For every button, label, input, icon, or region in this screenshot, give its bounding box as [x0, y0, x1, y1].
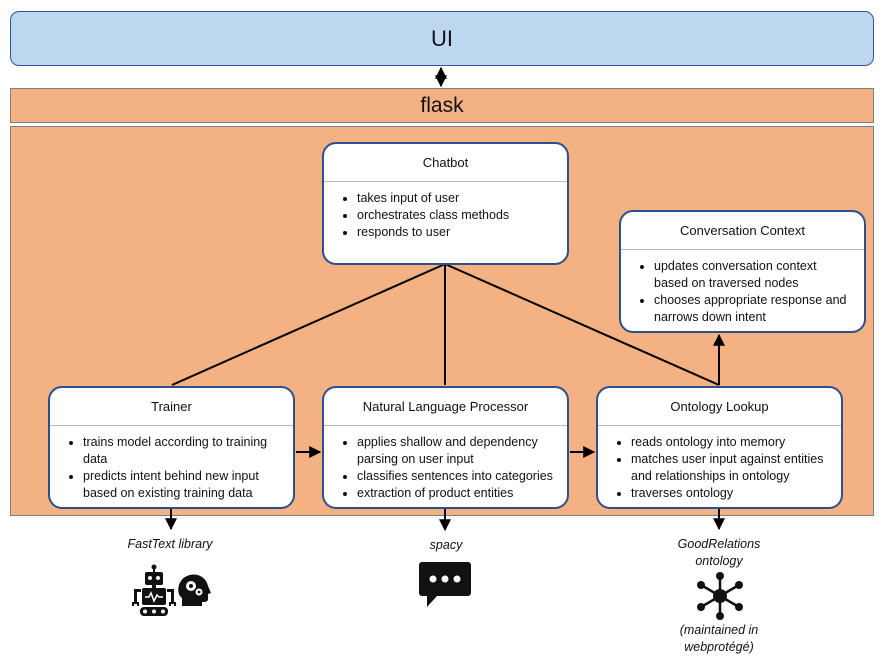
conversation-context-title: Conversation Context — [621, 212, 864, 250]
ontology-lookup-bullets: reads ontology into memory matches user … — [606, 434, 831, 502]
bullet-item: takes input of user — [357, 190, 557, 207]
ui-layer: UI — [10, 11, 874, 66]
network-graph-icon — [697, 572, 743, 620]
bullet-item: predicts intent behind new input based o… — [83, 468, 283, 502]
bullet-item: chooses appropriate response and narrows… — [654, 292, 854, 326]
flask-layer-label: flask — [420, 93, 464, 117]
chatbot-component: Chatbot takes input of user orchestrates… — [322, 142, 569, 265]
bullet-item: trains model according to training data — [83, 434, 283, 468]
conversation-context-bullets: updates conversation context based on tr… — [629, 258, 854, 326]
chatbot-title: Chatbot — [324, 144, 567, 182]
spacy-label: spacy — [429, 538, 463, 552]
nlp-bullets: applies shallow and dependency parsing o… — [332, 434, 557, 502]
bullet-item: classifies sentences into categories — [357, 468, 557, 485]
bullet-item: traverses ontology — [631, 485, 831, 502]
nlp-component: Natural Language Processor applies shall… — [322, 386, 569, 509]
ontology-lookup-title: Ontology Lookup — [598, 388, 841, 426]
robot-and-brain-icon — [132, 564, 211, 616]
conversation-context-component: Conversation Context updates conversatio… — [619, 210, 866, 333]
bullet-item: extraction of product entities — [357, 485, 557, 502]
bullet-item: reads ontology into memory — [631, 434, 831, 451]
bullet-item: orchestrates class methods — [357, 207, 557, 224]
trainer-component: Trainer trains model according to traini… — [48, 386, 295, 509]
chatbot-bullets: takes input of user orchestrates class m… — [332, 190, 557, 241]
goodrelations-label: GoodRelations ontology — [677, 537, 761, 568]
bullet-item: updates conversation context based on tr… — [654, 258, 854, 292]
fasttext-label: FastText library — [127, 537, 213, 551]
webprotege-note: (maintained in webprotégé) — [679, 623, 759, 654]
ui-layer-label: UI — [431, 25, 453, 51]
bullet-item: matches user input against entities and … — [631, 451, 831, 485]
chat-bubble-icon — [419, 562, 471, 607]
trainer-bullets: trains model according to training data … — [58, 434, 283, 502]
trainer-title: Trainer — [50, 388, 293, 426]
bullet-item: applies shallow and dependency parsing o… — [357, 434, 557, 468]
nlp-title: Natural Language Processor — [324, 388, 567, 426]
flask-layer: flask — [10, 88, 874, 123]
bullet-item: responds to user — [357, 224, 557, 241]
ontology-lookup-component: Ontology Lookup reads ontology into memo… — [596, 386, 843, 509]
